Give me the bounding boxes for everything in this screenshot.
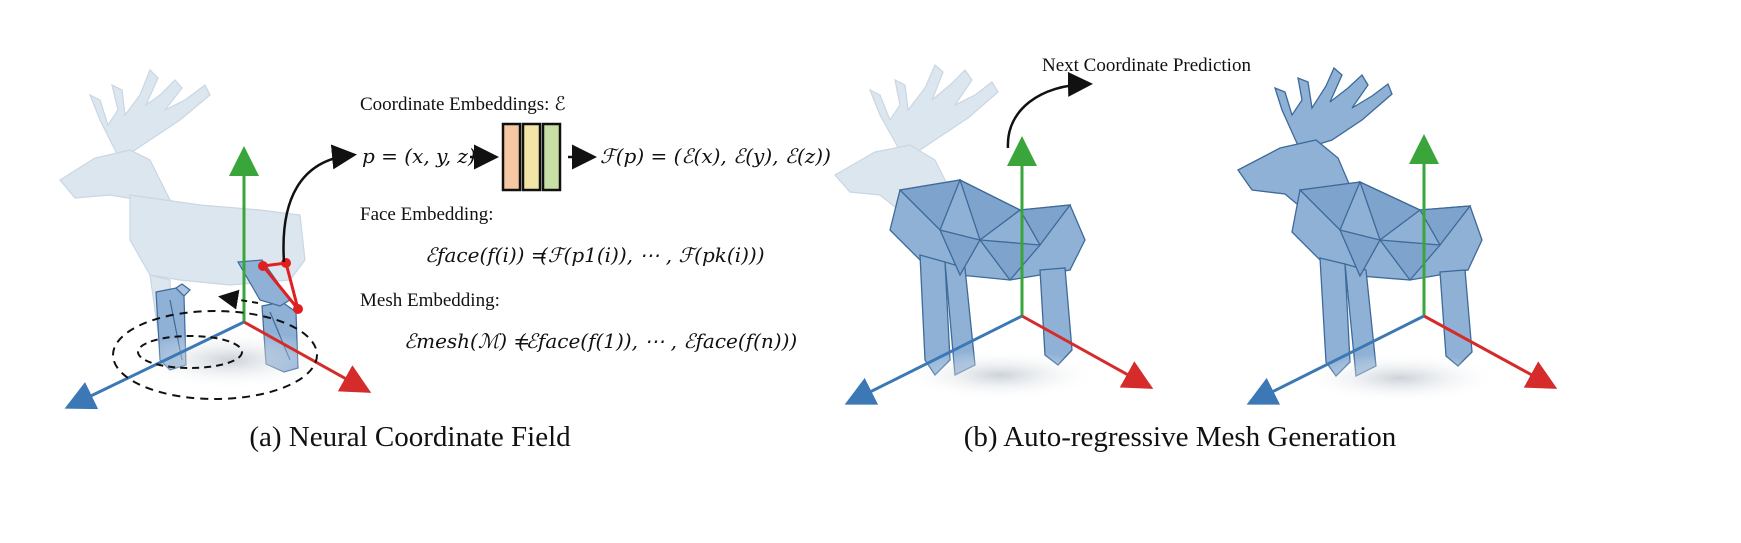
left-shadow (130, 330, 330, 390)
field-equation: ℱ(p) = (ℰ(x), ℰ(y), ℰ(z)) (600, 144, 831, 168)
right-x-axis (1423, 314, 1558, 389)
mesh-equation-lhs: ℰmesh(ℳ) = (404, 329, 530, 353)
mesh-embedding-label: Mesh Embedding: (360, 290, 500, 311)
rotation-arrow (218, 289, 259, 310)
embedding-block-3 (541, 122, 562, 192)
caption-right: (b) Auto-regressive Mesh Generation (964, 421, 1397, 453)
face-to-point-arrow (282, 144, 357, 263)
mesh-equation-rhs: (ℰface(f(1)), ⋯ , ℰface(f(n))) (518, 329, 797, 353)
next-coordinate-label: Next Coordinate Prediction (1042, 55, 1251, 76)
coord-embeddings-label: Coordinate Embeddings: ℰ (360, 94, 566, 115)
embedding-blocks (501, 122, 562, 192)
next-prediction-arrow (1006, 71, 1093, 149)
face-equation-lhs: ℰface(f(i)) = (425, 243, 548, 267)
embedding-block-1 (501, 122, 522, 192)
orbit-dashed-ellipse (112, 310, 318, 400)
face-equation-rhs: (ℱ(p1(i)), ⋯ , ℱ(pk(i))) (540, 243, 765, 267)
middle-deer-mesh (889, 178, 1086, 377)
right-deer-mesh (1237, 66, 1483, 378)
middle-x-axis (1021, 314, 1154, 389)
point-equation: p = (x, y, z) (362, 144, 476, 168)
caption-left: (a) Neural Coordinate Field (249, 421, 571, 453)
right-shadow (1300, 353, 1500, 403)
face-embedding-label: Face Embedding: (360, 204, 494, 225)
middle-shadow (900, 350, 1100, 400)
embedding-block-2 (521, 122, 542, 192)
x-axis-arrow (243, 320, 372, 393)
orbit-inner-ellipse (137, 335, 243, 369)
middle-z-axis (844, 314, 1023, 405)
right-z-axis (1246, 314, 1425, 405)
